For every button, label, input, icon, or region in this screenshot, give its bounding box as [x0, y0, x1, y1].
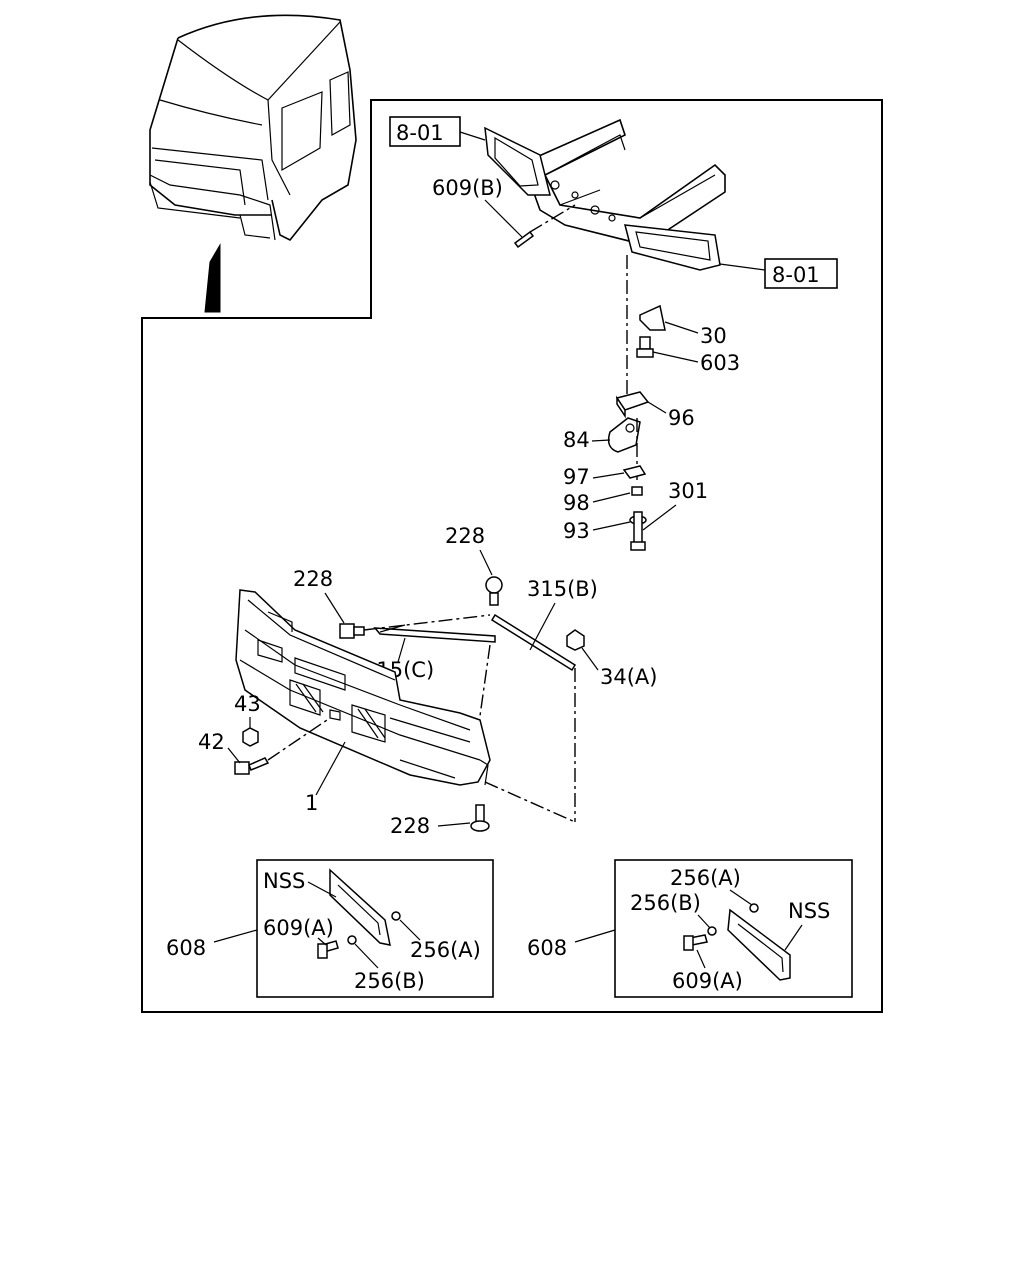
ref-box-8-01-right: 8-01	[764, 258, 838, 289]
label-42: 42	[198, 730, 225, 754]
bolt-609b	[513, 230, 535, 249]
right-inset-608: 608	[527, 936, 567, 960]
bolt-228-top	[485, 576, 503, 606]
bumper-end-right	[624, 224, 721, 271]
bolt-228-left	[339, 623, 365, 639]
diagram-frame	[141, 99, 883, 1013]
left-inset-256b: 256(B)	[354, 969, 425, 993]
pin-97	[622, 465, 647, 479]
label-228-left: 228	[293, 567, 333, 591]
label-603: 603	[700, 351, 740, 375]
ref-box-8-01-top: 8-01	[389, 116, 461, 147]
right-inset-nss: NSS	[788, 899, 830, 923]
clip-98	[631, 486, 643, 496]
hook-84	[607, 417, 641, 453]
right-inset-256b: 256(B)	[630, 891, 701, 915]
label-97: 97	[563, 465, 590, 489]
grille-bumper-assembly	[235, 589, 491, 786]
right-inset-256a: 256(A)	[670, 866, 741, 890]
bolt-42	[234, 757, 270, 775]
left-inset-608: 608	[166, 936, 206, 960]
bumper-end-left	[484, 126, 551, 196]
label-98: 98	[563, 491, 590, 515]
nut-43	[242, 727, 259, 747]
washer-256b-right	[707, 926, 717, 936]
cab-illustration	[149, 14, 357, 313]
washer-256a-left	[391, 911, 401, 921]
ref-label: 8-01	[396, 121, 444, 145]
label-228-bottom: 228	[390, 814, 430, 838]
label-30: 30	[700, 324, 727, 348]
stay-315c	[373, 624, 496, 643]
nut-34a	[566, 629, 585, 651]
washer-256b-left	[347, 935, 357, 945]
label-96: 96	[668, 406, 695, 430]
left-inset-panel: NSS 609(A) 256(B) 256(A)	[256, 859, 494, 998]
bolt-228-bottom	[470, 804, 490, 832]
label-84: 84	[563, 428, 590, 452]
label-609b: 609(B)	[432, 176, 503, 200]
block-96	[615, 391, 650, 419]
left-inset-609a: 609(A)	[263, 916, 334, 940]
bolt-603	[636, 336, 654, 358]
label-301: 301	[668, 479, 708, 503]
washer-256a-right	[749, 903, 759, 913]
label-315b: 315(B)	[527, 577, 598, 601]
label-93: 93	[563, 519, 590, 543]
bolt-301	[630, 511, 646, 551]
label-34a: 34(A)	[600, 665, 657, 689]
chassis-frame-rail	[523, 118, 726, 246]
left-inset-256a: 256(A)	[410, 938, 481, 962]
label-228-top: 228	[445, 524, 485, 548]
side-cover-left	[329, 868, 391, 946]
label-43: 43	[234, 692, 261, 716]
right-inset-panel: 256(A) 256(B) NSS 609(A)	[614, 859, 853, 998]
ref-label: 8-01	[772, 263, 820, 287]
bracket-30	[639, 304, 666, 331]
label-1: 1	[305, 791, 318, 815]
right-inset-609a: 609(A)	[672, 969, 743, 993]
left-inset-nss: NSS	[263, 869, 305, 893]
